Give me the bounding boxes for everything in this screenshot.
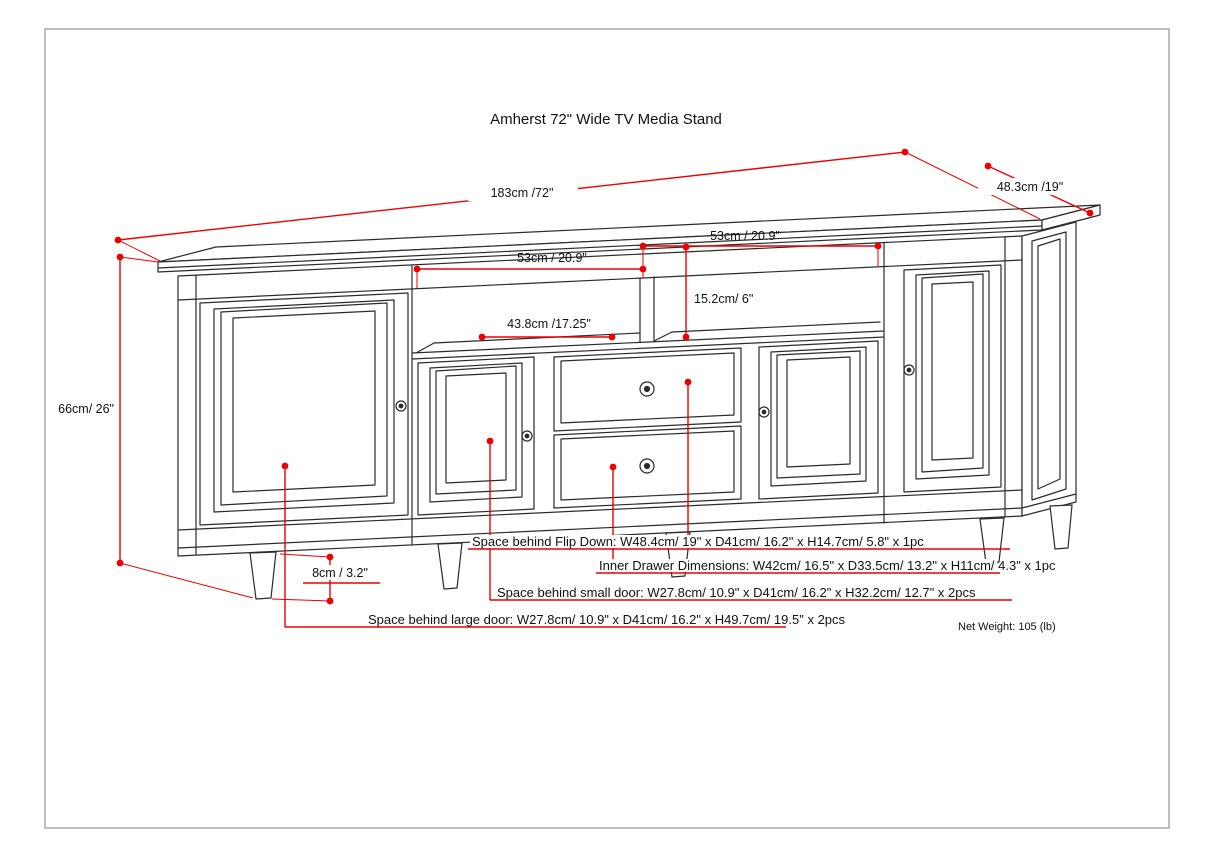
drawer-knob-icon	[639, 381, 655, 397]
shelf-opening-height-label: 15.2cm/ 6"	[694, 292, 753, 306]
right-large-door	[903, 264, 1002, 493]
dimension-dots	[114, 148, 1094, 605]
door-knob-icon	[521, 430, 533, 442]
furniture-drawing	[157, 204, 1101, 600]
overall-height-label: 66cm/ 26"	[58, 402, 114, 416]
flip-down-front	[553, 347, 742, 432]
page-title: Amherst 72" Wide TV Media Stand	[490, 111, 722, 128]
top-slab	[157, 204, 1101, 273]
overall-width-label: 183cm /72"	[491, 186, 554, 200]
net-weight-label: Net Weight: 105 (lb)	[958, 621, 1056, 633]
right-small-door	[758, 340, 879, 500]
overall-depth-label: 48.3cm /19"	[997, 180, 1063, 194]
label-masks	[302, 178, 1082, 626]
page-border	[44, 28, 1170, 829]
drawer-knob-icon	[639, 458, 655, 474]
left-shelf-width-label: 53cm / 20.9"	[517, 251, 587, 265]
door-knob-icon	[903, 364, 915, 376]
shelf-depth-label: 43.8cm /17.25"	[507, 317, 591, 331]
large-door-annotation: Space behind large door: W27.8cm/ 10.9" …	[368, 612, 846, 627]
open-shelf-area	[411, 276, 885, 360]
inner-drawer-annotation: Inner Drawer Dimensions: W42cm/ 16.5" x …	[599, 558, 1056, 573]
dimension-lines	[114, 148, 1094, 628]
left-small-door	[417, 356, 535, 516]
small-door-annotation: Space behind small door: W27.8cm/ 10.9" …	[497, 585, 976, 600]
cabinet-body	[177, 221, 1077, 557]
left-large-door	[199, 292, 409, 526]
leg-height-label: 8cm / 3.2"	[312, 566, 368, 580]
labels: Amherst 72" Wide TV Media Stand 183cm /7…	[58, 111, 1063, 633]
flip-down-annotation: Space behind Flip Down: W48.4cm/ 19" x D…	[472, 534, 924, 549]
door-knob-icon	[758, 406, 770, 418]
door-knob-icon	[395, 400, 407, 412]
bottom-drawer	[553, 425, 742, 509]
right-shelf-width-label: 53cm / 20.9"	[710, 229, 780, 243]
